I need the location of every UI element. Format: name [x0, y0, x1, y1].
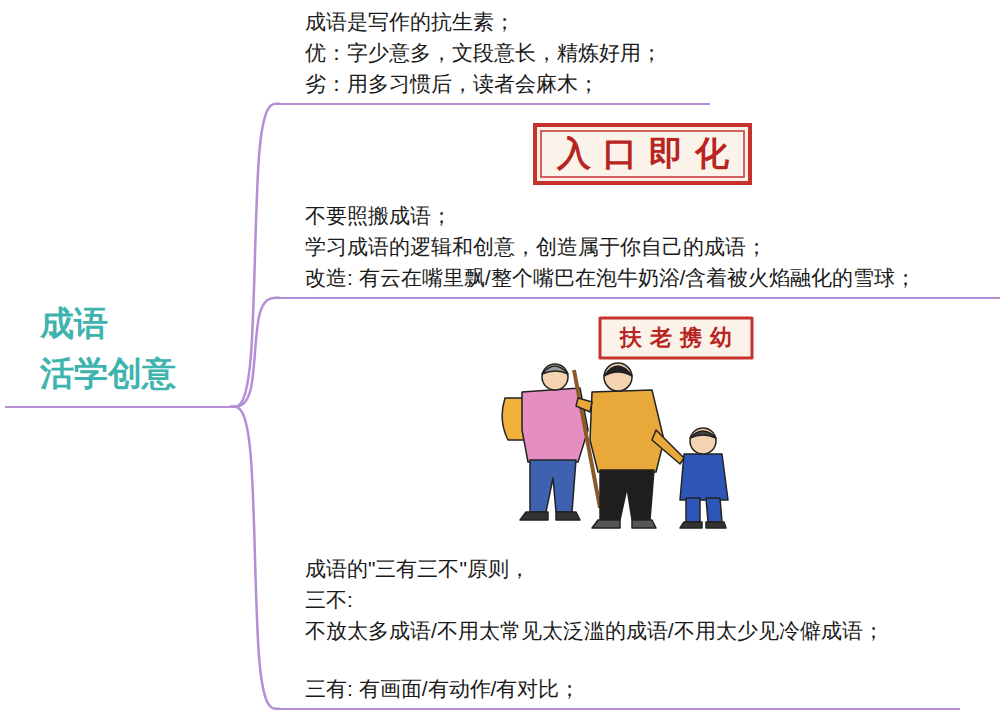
branch-text: 优：字少意多，文段意长，精炼好用；	[305, 37, 710, 68]
stamp-label: 入口即化	[535, 125, 750, 183]
branch-connector	[230, 104, 280, 407]
branch-text: 改造: 有云在嘴里飘/整个嘴巴在泡牛奶浴/含着被火焰融化的雪球；	[305, 262, 1000, 293]
branch-text: 学习成语的逻辑和创意，创造属于你自己的成语；	[305, 231, 1000, 262]
branch-text: 不要照搬成语；	[305, 200, 1000, 231]
branch-text: 成语是写作的抗生素；	[305, 6, 710, 37]
branch-text: 不放太多成语/不用太常见太泛滥的成语/不用太少见冷僻成语；	[305, 615, 960, 646]
branch-text: 三不:	[305, 584, 960, 615]
branch-topic: 成语是写作的抗生素；优：字少意多，文段意长，精炼好用；劣：用多习惯后，读者会麻木…	[280, 6, 710, 105]
branch-topic: 成语的"三有三不"原则，三不:不放太多成语/不用太常见太泛滥的成语/不用太少见冷…	[280, 553, 960, 710]
branch-topic: 不要照搬成语；学习成语的逻辑和创意，创造属于你自己的成语；改造: 有云在嘴里飘/…	[280, 200, 1000, 299]
central-topic-text: 成语 活学创意	[40, 298, 230, 398]
branch-text: 三有: 有画面/有动作/有对比；	[305, 673, 960, 704]
branch-text: 劣：用多习惯后，读者会麻木；	[305, 68, 710, 99]
central-topic: 成语 活学创意	[5, 298, 230, 408]
branch-connector	[230, 407, 280, 709]
branch-text: 成语的"三有三不"原则，	[305, 553, 960, 584]
stamp-label: 扶老携幼	[600, 318, 752, 358]
stamp-frame	[535, 125, 750, 183]
people-illustration	[502, 318, 752, 528]
branch-connector	[230, 298, 280, 407]
